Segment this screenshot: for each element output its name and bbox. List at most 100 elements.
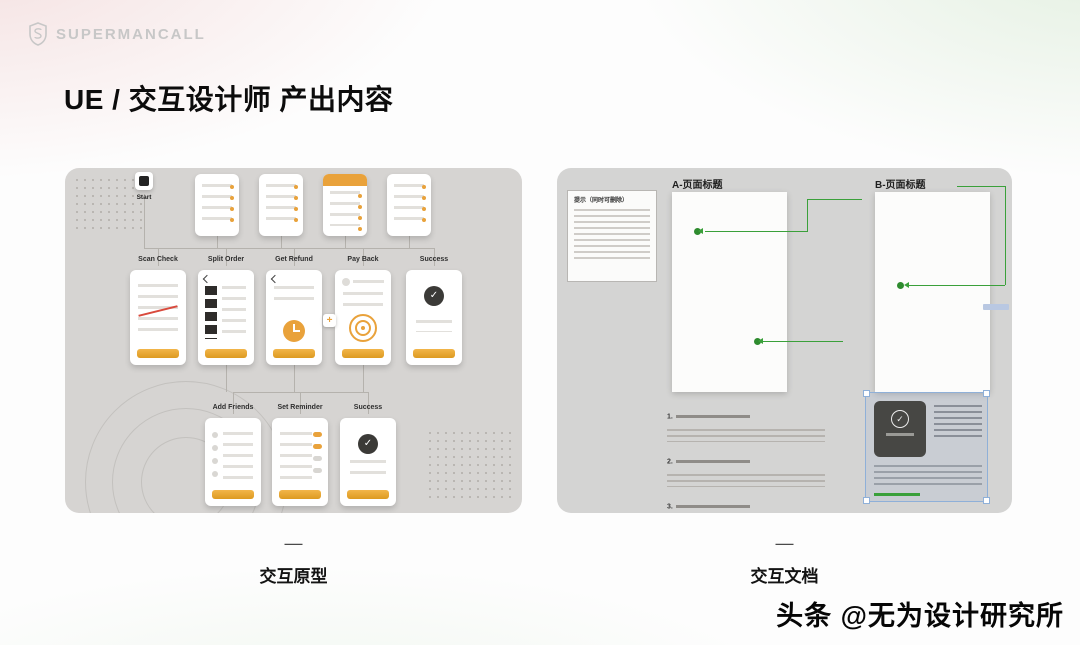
annotation-text-lines [667,429,825,442]
wireframe-screen-set-reminder [272,418,328,506]
back-chevron-icon [202,274,212,284]
connector-line [294,248,295,266]
selection-handle [983,390,990,397]
annotation-heading-bar [675,505,750,509]
side-note-tag [983,304,1009,310]
connector-line [233,392,234,414]
sketch-lines [394,184,424,226]
toast-text-line [886,433,914,436]
primary-button-shape [347,490,389,499]
left-caption-group: — 交互原型 [65,534,522,587]
flow-label: Success [419,256,449,263]
note-box: 提示（同时可删除） [567,190,657,282]
annotation-line [807,199,808,232]
page-b-title: B-页面标题 [875,180,926,191]
connector-line [217,236,218,248]
connector-line [281,236,282,248]
check-circle-icon: ✓ [891,410,909,428]
primary-button-shape [413,349,455,358]
connector-line [434,248,435,266]
accent-dots [230,185,234,189]
brand-logo-icon [28,22,48,46]
connector-line [363,248,364,266]
avatar-dots [212,432,218,438]
hotspot-dot [897,282,904,289]
wireframe-screen [387,174,431,236]
caption-prototype: 交互原型 [259,567,328,586]
annotation-text-lines [667,474,825,487]
annotation-text-lines [874,465,982,489]
sketch-lines [353,280,384,283]
dark-list-column [205,286,217,339]
connector-line [409,236,410,248]
annotation-line [957,186,1005,187]
toggle-dots [313,432,322,437]
avatar-circle [342,278,350,286]
connector-line [294,365,295,392]
connector-line [226,365,227,392]
clock-icon [283,320,305,342]
right-caption-group: — 交互文档 [557,533,1012,587]
brand: SUPERMANCALL [28,22,206,46]
connector-line [368,392,369,414]
annotation-line [705,231,807,232]
sketch-lines [274,286,314,302]
back-chevron-icon [270,274,280,284]
flow-label: Success [353,404,383,411]
accent-dots [358,194,362,198]
wireframe-screen-pay-back [335,270,391,365]
annotation-line [1005,186,1006,285]
flow-label: Scan Check [138,256,178,263]
wireframe-screen-success-final [340,418,396,506]
annotation-list: 1. 2. 3. [667,408,837,513]
check-circle-icon [358,434,378,454]
selection-handle [983,497,990,504]
page-title: UE / 交互设计师 产出内容 [64,84,394,115]
wireframe-screen-get-refund [266,270,322,365]
spec-page-b [875,192,990,392]
selection-handle [863,390,870,397]
spec-page-a [672,192,787,392]
sketch-lines [280,432,312,480]
sketch-lines [330,191,360,226]
sketch-lines [222,286,246,337]
primary-button-shape [205,349,247,358]
sketch-lines [202,184,232,226]
connector-line [300,392,301,414]
annotation-heading-bar [675,415,750,419]
connector-line [158,248,159,266]
annotation-line [807,199,862,200]
sketch-lines [266,184,296,226]
connector-line [144,194,145,248]
flow-label-start: Start [136,194,152,201]
brand-name: SUPERMANCALL [56,25,206,43]
check-circle-icon [424,286,444,306]
annotation-heading-bar [675,460,750,464]
note-title: 提示（同时可删除） [574,198,629,204]
annotation-number: 2. [667,458,673,466]
connector-line [144,248,435,249]
connector-line [363,365,364,392]
flow-label: Get Refund [275,256,313,263]
dot-pattern-decor [426,429,516,503]
sketch-lines [350,460,386,476]
flow-label: Split Order [207,256,245,263]
arrow-left-icon [758,338,763,344]
caption-document: 交互文档 [750,567,819,586]
watermark-text: 头条 @无为设计研究所 [776,601,1064,631]
caption-divider: — [775,533,794,553]
selection-region: ✓ [863,390,990,504]
annotation-block: 2. [667,453,837,487]
fingerprint-icon [349,314,377,342]
wireframe-screen [323,174,367,236]
wireframe-screen [259,174,303,236]
selection-handle [863,497,870,504]
accent-dots [294,185,298,189]
plus-chip-icon [323,314,336,327]
dot-pattern-decor [73,176,145,234]
annotation-line [763,341,843,342]
prototype-panel: Start Scan Check Split Order Get Refund … [65,168,522,513]
primary-button-shape [212,490,254,499]
wireframe-screen-add-friends [205,418,261,506]
